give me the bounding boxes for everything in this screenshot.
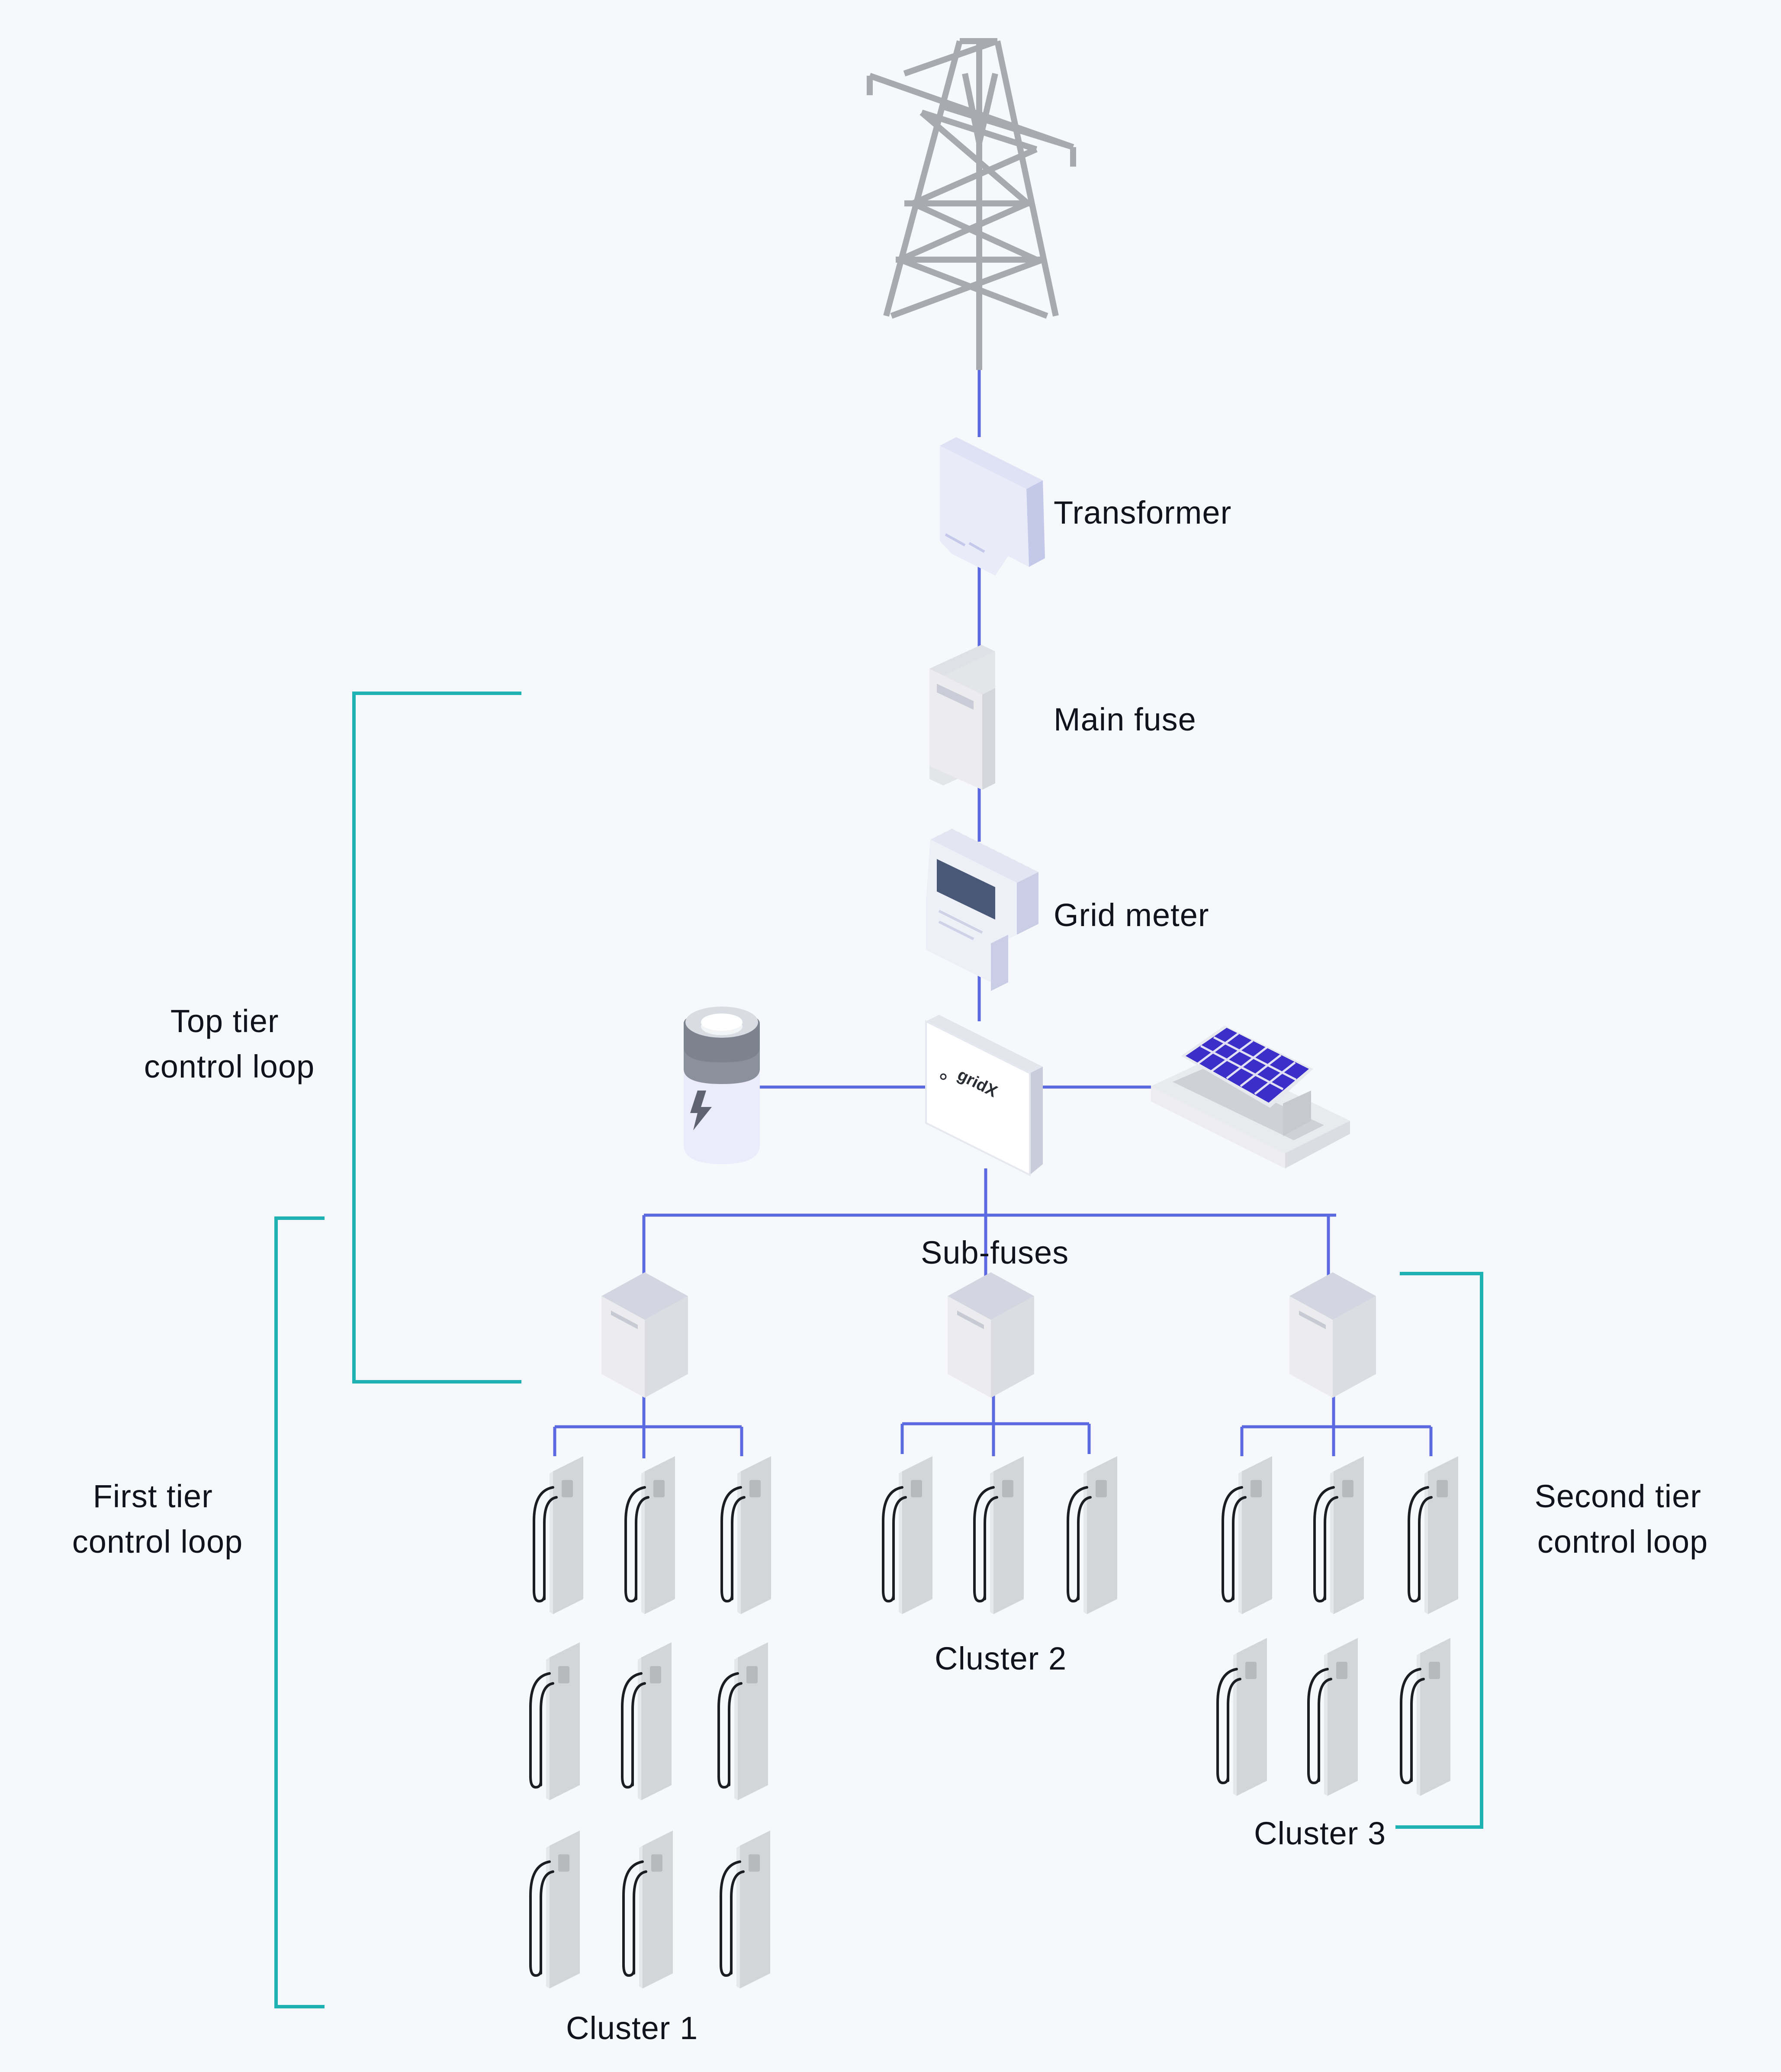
sub-fuse-icon (948, 1272, 1034, 1398)
ev-charger-icon (622, 1642, 672, 1800)
cluster-3-chargers (1218, 1456, 1458, 1796)
cluster-1-label: Cluster 1 (566, 2010, 698, 2046)
ev-charger-icon (974, 1456, 1024, 1614)
solar-panel-icon (1151, 1026, 1350, 1168)
ev-charger-icon (624, 1831, 673, 1988)
second-tier-loop-label: Second tier control loop (1535, 1478, 1711, 1560)
grid-meter-label: Grid meter (1054, 897, 1209, 933)
ev-charger-icon (534, 1456, 583, 1614)
grid-meter-icon (926, 829, 1038, 991)
main-fuse-icon (929, 645, 995, 790)
pylon-icon (867, 38, 1076, 370)
ev-charger-icon (719, 1642, 768, 1800)
ev-charger-icon (721, 1831, 770, 1988)
ev-charger-icon (722, 1456, 771, 1614)
ev-charger-icon (1068, 1456, 1117, 1614)
top-tier-loop-label: Top tier control loop (144, 1003, 315, 1084)
gridx-controller-icon: gridX (925, 1015, 1043, 1177)
ev-charger-icon (530, 1642, 580, 1800)
sub-fuse-icon (1289, 1272, 1376, 1398)
cluster-3-label: Cluster 3 (1254, 1815, 1386, 1851)
ev-charger-icon (1409, 1456, 1458, 1614)
second-tier-loop-bracket (1395, 1272, 1483, 1829)
transformer-icon (940, 437, 1045, 576)
ev-charger-icon (883, 1456, 932, 1614)
first-tier-loop-bracket (274, 1216, 325, 2008)
top-tier-loop-bracket (352, 692, 521, 1383)
main-fuse-label: Main fuse (1054, 701, 1196, 737)
ev-charger-icon (1218, 1638, 1267, 1796)
sub-fuses-label: Sub-fuses (921, 1235, 1069, 1271)
ev-charger-icon (530, 1831, 580, 1988)
cluster-1-chargers (530, 1456, 771, 1988)
cluster-2-chargers (883, 1456, 1117, 1614)
transformer-label: Transformer (1054, 495, 1231, 531)
sub-fuse-icon (601, 1272, 688, 1398)
wiring (553, 370, 1433, 1458)
ev-charger-icon (1401, 1638, 1450, 1796)
cluster-2-label: Cluster 2 (935, 1641, 1067, 1676)
ev-charger-icon (1308, 1638, 1358, 1796)
ev-charger-icon (1315, 1456, 1364, 1614)
first-tier-loop-label: First tier control loop (72, 1478, 243, 1560)
ev-charger-icon (1223, 1456, 1272, 1614)
battery-icon (684, 1007, 760, 1164)
ev-charger-icon (626, 1456, 675, 1614)
